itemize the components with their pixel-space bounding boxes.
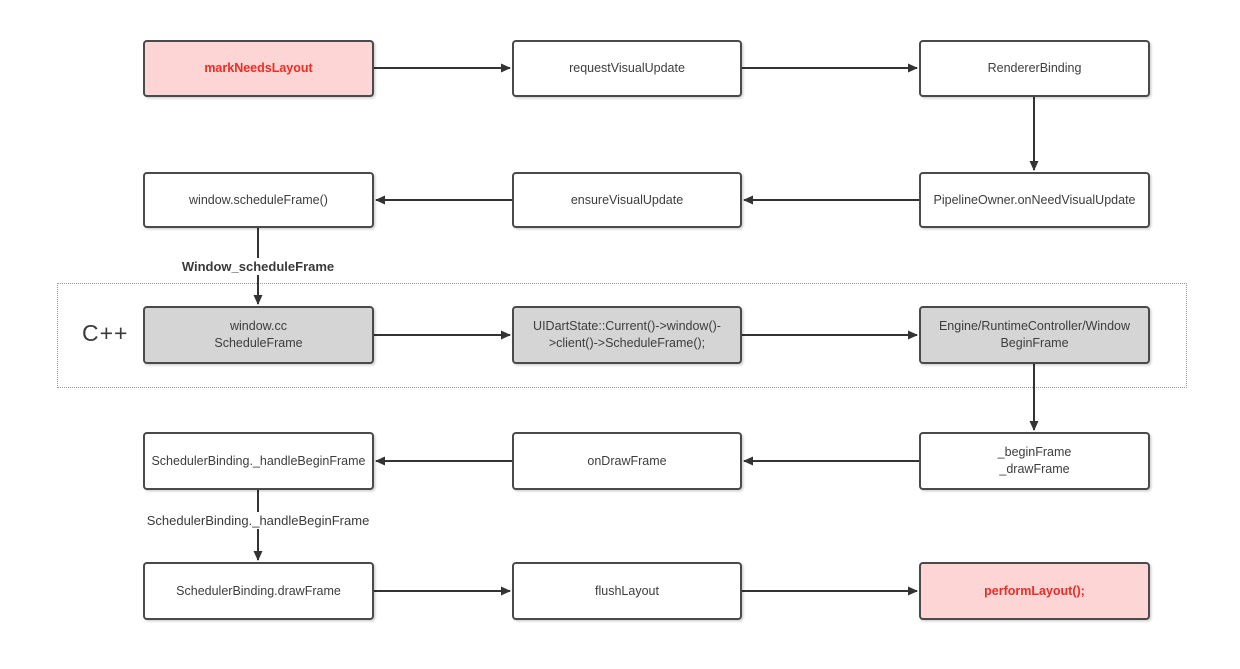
node-pipelineowner-onneedvisualupdate[interactable]: PipelineOwner.onNeedVisualUpdate xyxy=(919,172,1150,228)
node-rendererbinding[interactable]: RendererBinding xyxy=(919,40,1150,97)
node-uidartstate-scheduleframe[interactable]: UIDartState::Current()->window()- >clien… xyxy=(512,306,742,364)
cpp-section-label: C++ xyxy=(82,320,129,346)
cpp-section-container xyxy=(57,283,1187,388)
node-windowcc-scheduleframe[interactable]: window.cc ScheduleFrame xyxy=(143,306,374,364)
node-windowscheduleframe[interactable]: window.scheduleFrame() xyxy=(143,172,374,228)
node-ensurevisualupdate[interactable]: ensureVisualUpdate xyxy=(512,172,742,228)
edge-label-schedulerbinding-handlebeginframe: SchedulerBinding._handleBeginFrame xyxy=(141,512,375,529)
node-engine-runtimecontroller-window-beginframe[interactable]: Engine/RuntimeController/Window BeginFra… xyxy=(919,306,1150,364)
node-beginframe-drawframe[interactable]: _beginFrame _drawFrame xyxy=(919,432,1150,490)
node-schedulerbinding-drawframe[interactable]: SchedulerBinding.drawFrame xyxy=(143,562,374,620)
node-ondrawframe[interactable]: onDrawFrame xyxy=(512,432,742,490)
node-requestvisualupdate[interactable]: requestVisualUpdate xyxy=(512,40,742,97)
node-markneedslayout[interactable]: markNeedsLayout xyxy=(143,40,374,97)
edge-label-window-scheduleframe: Window_scheduleFrame xyxy=(176,258,340,275)
node-performlayout[interactable]: performLayout(); xyxy=(919,562,1150,620)
node-schedulerbinding-handlebeginframe[interactable]: SchedulerBinding._handleBeginFrame xyxy=(143,432,374,490)
node-flushlayout[interactable]: flushLayout xyxy=(512,562,742,620)
